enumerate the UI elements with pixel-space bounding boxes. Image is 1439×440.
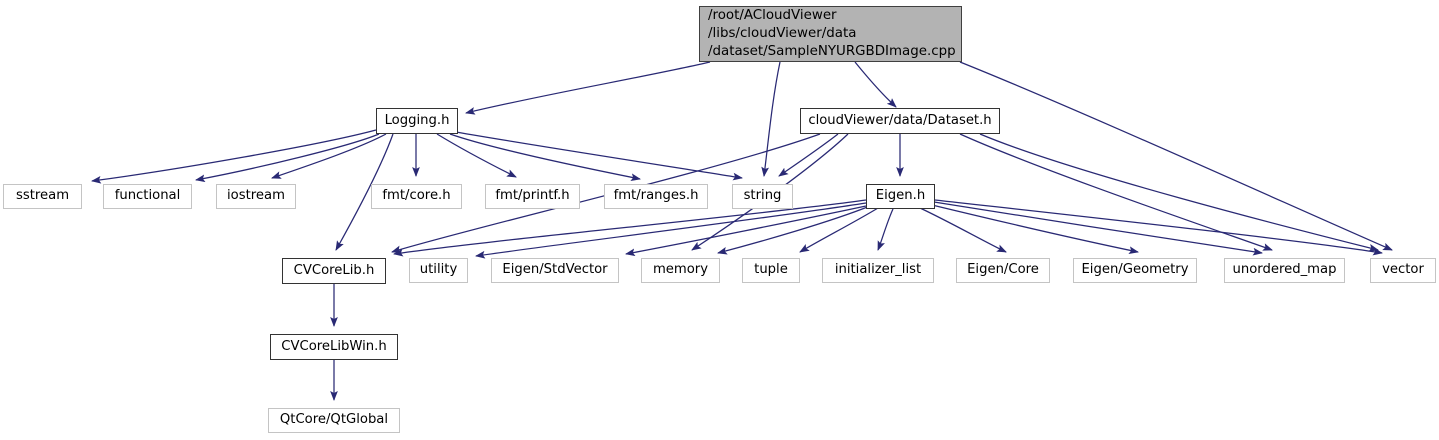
node-logging[interactable]: Logging.h xyxy=(376,108,458,134)
node-eigenstdvector[interactable]: Eigen/StdVector xyxy=(491,258,619,283)
node-eigencore[interactable]: Eigen/Core xyxy=(956,258,1050,283)
node-functional[interactable]: functional xyxy=(103,184,192,209)
edge-root-to-string xyxy=(761,61,781,177)
edge-logging-to-fmtprintf xyxy=(436,133,517,178)
node-dataset[interactable]: cloudViewer/data/Dataset.h xyxy=(800,108,1000,134)
node-label-functional: functional xyxy=(114,188,181,204)
edge-eigen-to-tuple xyxy=(799,207,879,253)
node-label-iostream: iostream xyxy=(227,188,285,204)
edge-eigen-to-eigencore xyxy=(919,207,1007,253)
node-label-fmtprintf: fmt/printf.h xyxy=(495,188,570,204)
edge-logging-to-iostream xyxy=(271,133,387,179)
node-label-dataset: cloudViewer/data/Dataset.h xyxy=(808,112,992,128)
node-cvcorelib[interactable]: CVCoreLib.h xyxy=(282,258,386,284)
edge-logging-to-sstream xyxy=(91,129,377,184)
node-string[interactable]: string xyxy=(732,184,793,209)
node-initializerlist[interactable]: initializer_list xyxy=(822,258,934,283)
node-label-root: /root/ACloudViewer /libs/cloudViewer/dat… xyxy=(708,8,956,59)
node-cvcorelibwin[interactable]: CVCoreLibWin.h xyxy=(270,334,398,360)
node-label-string: string xyxy=(743,188,782,204)
edge-eigen-to-utility xyxy=(475,202,867,259)
edge-root-to-logging xyxy=(465,61,711,115)
edge-eigen-to-eigengeometry xyxy=(931,204,1139,254)
edge-dataset-to-cvcorelib xyxy=(391,133,821,254)
edge-dataset-to-string xyxy=(778,133,839,177)
node-unorderedmap[interactable]: unordered_map xyxy=(1224,258,1345,283)
edge-eigen-to-initializerlist xyxy=(877,208,894,251)
node-label-eigen: Eigen.h xyxy=(875,188,926,204)
edge-logging-to-string xyxy=(455,131,743,181)
edge-eigen-to-cvcorelib xyxy=(393,199,867,257)
node-label-eigenstdvector: Eigen/StdVector xyxy=(502,262,608,278)
edge-logging-to-fmtranges xyxy=(449,133,641,182)
node-memory[interactable]: memory xyxy=(641,258,720,283)
node-root[interactable]: /root/ACloudViewer /libs/cloudViewer/dat… xyxy=(699,6,962,62)
node-label-unorderedmap: unordered_map xyxy=(1232,262,1337,278)
node-label-initializerlist: initializer_list xyxy=(834,262,922,278)
node-tuple[interactable]: tuple xyxy=(742,258,800,283)
node-label-cvcorelibwin: CVCoreLibWin.h xyxy=(281,338,387,354)
edge-root-to-vector xyxy=(959,61,1393,251)
node-label-tuple: tuple xyxy=(754,262,788,278)
node-label-fmtcore: fmt/core.h xyxy=(382,188,451,204)
node-eigengeometry[interactable]: Eigen/Geometry xyxy=(1073,258,1197,283)
node-qtglobal[interactable]: QtCore/QtGlobal xyxy=(268,408,400,433)
edge-eigen-to-memory xyxy=(717,205,871,255)
node-sstream[interactable]: sstream xyxy=(3,184,82,209)
node-label-vector: vector xyxy=(1382,262,1424,278)
node-iostream[interactable]: iostream xyxy=(216,184,296,209)
node-label-memory: memory xyxy=(652,262,709,278)
node-fmtcore[interactable]: fmt/core.h xyxy=(371,184,462,209)
node-label-logging: Logging.h xyxy=(384,112,450,128)
node-label-cvcorelib: CVCoreLib.h xyxy=(293,262,375,278)
node-label-sstream: sstream xyxy=(15,188,70,204)
edge-logging-to-functional xyxy=(195,133,380,183)
node-label-eigencore: Eigen/Core xyxy=(967,262,1039,278)
node-label-fmtranges: fmt/ranges.h xyxy=(613,188,699,204)
edge-logging-to-cvcorelib xyxy=(335,133,394,251)
node-label-eigengeometry: Eigen/Geometry xyxy=(1081,262,1189,278)
node-vector[interactable]: vector xyxy=(1370,258,1436,283)
node-label-qtglobal: QtCore/QtGlobal xyxy=(279,412,389,428)
node-label-utility: utility xyxy=(419,262,458,278)
edge-root-to-dataset xyxy=(854,61,897,108)
edge-eigen-to-eigenstdvector xyxy=(625,205,867,257)
edge-eigen-to-vector xyxy=(934,199,1383,256)
edge-dataset-to-unorderedmap xyxy=(959,133,1273,251)
edge-dataset-to-vector xyxy=(979,133,1379,252)
edge-eigen-to-unorderedmap xyxy=(933,201,1263,256)
node-fmtranges[interactable]: fmt/ranges.h xyxy=(604,184,708,209)
node-utility[interactable]: utility xyxy=(409,258,468,283)
node-fmtprintf[interactable]: fmt/printf.h xyxy=(485,184,580,209)
node-eigen[interactable]: Eigen.h xyxy=(866,184,935,209)
